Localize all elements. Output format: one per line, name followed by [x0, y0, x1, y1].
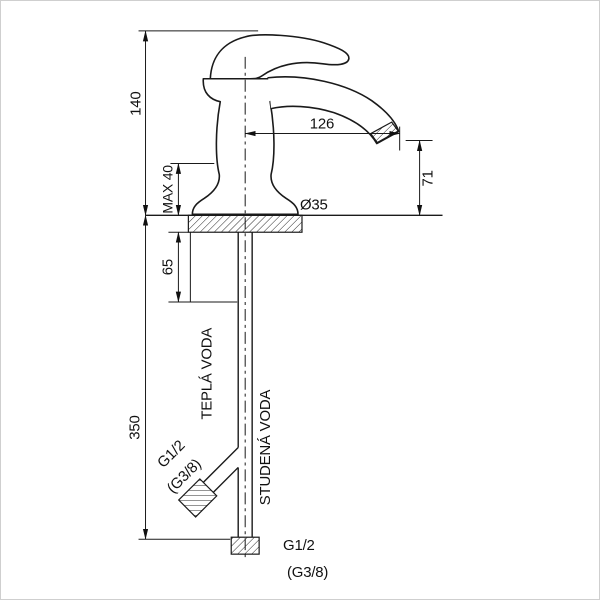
hot-connector — [177, 478, 218, 518]
dimension-126: 126 — [244, 116, 401, 151]
supply-pipe-hot — [202, 447, 239, 493]
dimension-140: 140 — [128, 30, 259, 216]
faucet — [145, 34, 443, 562]
dim-71-label: 71 — [420, 170, 437, 186]
hot-water-label: TEPLÁ VODA — [198, 328, 215, 420]
dim-350-label: 350 — [127, 415, 144, 439]
dim-126-label: 126 — [310, 116, 334, 133]
dimension-max-40: MAX 40 — [159, 162, 215, 216]
faucet-body — [191, 77, 299, 216]
dim-140-label: 140 — [128, 91, 145, 115]
dim-65-label: 65 — [159, 259, 176, 275]
faucet-handle — [209, 34, 350, 80]
dimension-71: 71 — [405, 139, 437, 216]
supply-pipe-cold — [237, 232, 253, 538]
dimension-diameter-35: Ø35 — [300, 196, 328, 213]
dimension-350: 350 — [127, 214, 231, 540]
bottom-thread-label: G1/2 — [283, 537, 315, 554]
dim-dia35-label: Ø35 — [300, 196, 328, 213]
faucet-spout-fill — [268, 76, 399, 144]
cold-water-label: STUDENÁ VODA — [257, 390, 274, 506]
bottom-thread-alt-label: (G3/8) — [287, 564, 328, 581]
dim-max40-label: MAX 40 — [159, 165, 175, 214]
dimension-65: 65 — [159, 231, 189, 303]
